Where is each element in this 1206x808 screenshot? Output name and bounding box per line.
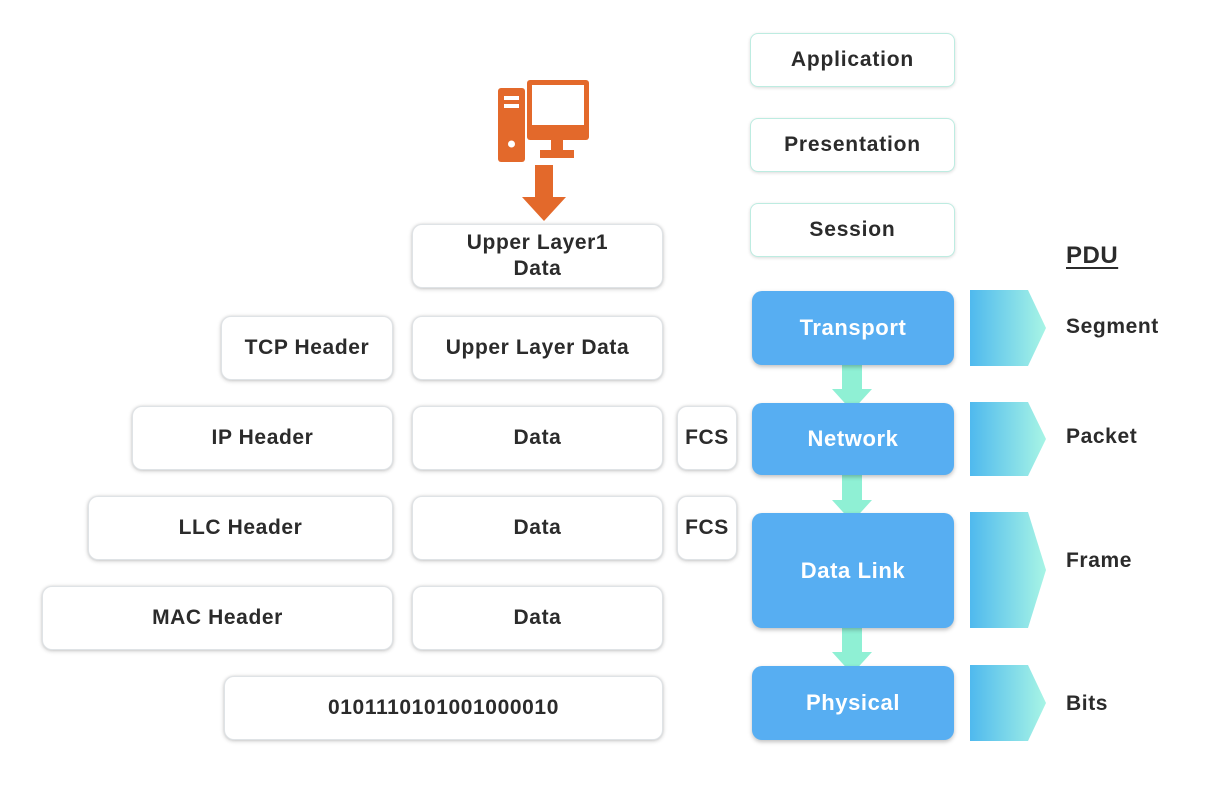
llc-data-box: Data [412,496,663,560]
bits-box: 0101110101001000010 [224,676,663,740]
pdu-segment: Segment [1066,315,1159,338]
pdu-bits: Bits [1066,692,1109,715]
tcp-header-box: TCP Header [221,316,393,380]
llc-header-box: LLC Header [88,496,393,560]
osi-session: Session [750,203,955,257]
packet-data-box: Data [412,406,663,470]
pdu-chevron-icon [970,290,1046,366]
osi-application: Application [750,33,955,87]
osi-transport: Transport [752,291,954,365]
ip-header-box: IP Header [132,406,393,470]
flow-arrow-icon [832,474,872,522]
down-arrow-icon [522,165,566,221]
pdu-chevron-icon [970,665,1046,741]
segment-data-box: Upper Layer Data [412,316,663,380]
llc-fcs-box: FCS [677,496,737,560]
frame-data-box: Data [412,586,663,650]
osi-physical: Physical [752,666,954,740]
flow-arrow-icon [832,363,872,411]
mac-header-box: MAC Header [42,586,393,650]
pdu-title: PDU [1066,242,1119,269]
ip-fcs-box: FCS [677,406,737,470]
osi-data-link: Data Link [752,513,954,628]
pdu-packet: Packet [1066,425,1138,448]
computer-icon [498,80,589,162]
osi-network: Network [752,403,954,475]
upper-layer-data-box: Upper Layer1 Data [412,224,663,288]
pdu-frame: Frame [1066,549,1133,572]
pdu-chevron-icon [970,512,1046,628]
flow-arrow-icon [832,626,872,674]
pdu-chevron-icon [970,402,1046,476]
osi-presentation: Presentation [750,118,955,172]
